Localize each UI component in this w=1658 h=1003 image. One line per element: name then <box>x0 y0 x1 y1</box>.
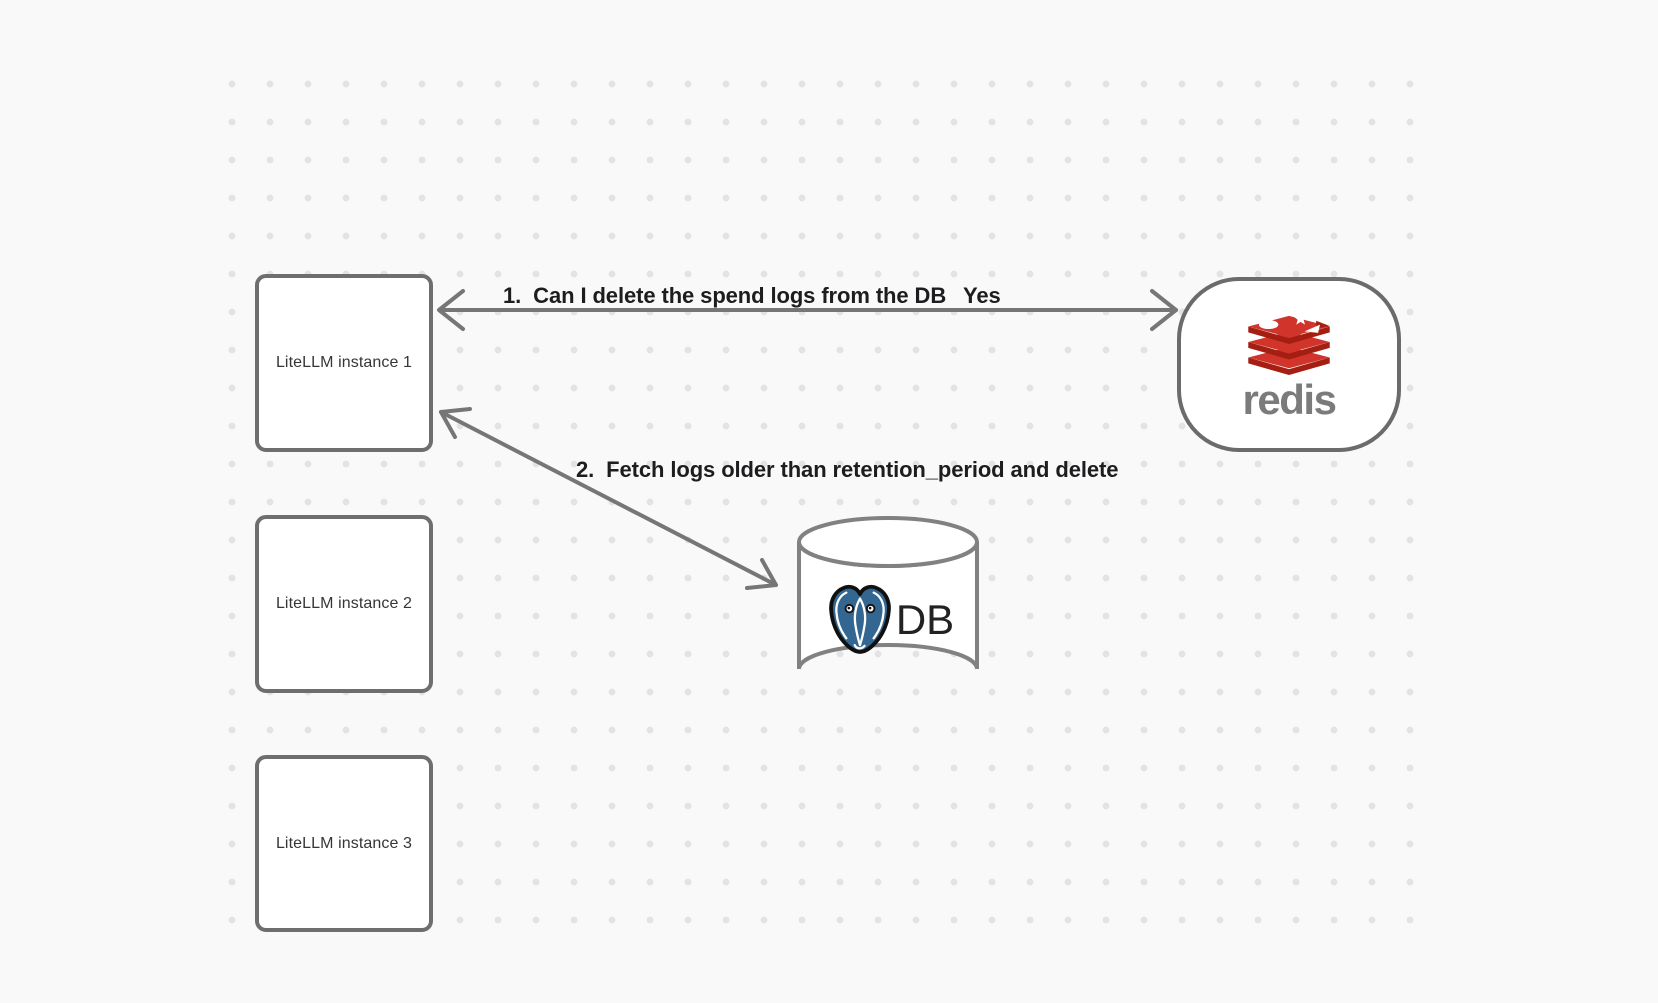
litellm-instance-3-label: LiteLLM instance 3 <box>275 834 413 852</box>
redis-triangle-shape <box>1304 324 1321 333</box>
arrowhead-downright-icon <box>745 558 778 590</box>
litellm-instance-1-label: LiteLLM instance 1 <box>275 354 413 371</box>
edge1-label: 1. Can I delete the spend logs from the … <box>503 283 947 308</box>
redis-stack-logo-icon <box>1248 311 1330 375</box>
edge1-response-label: Yes <box>963 283 1001 308</box>
node-redis: redis <box>1177 277 1401 452</box>
litellm-instance-2-label: LiteLLM instance 2 <box>275 595 413 612</box>
redis-ellipse-shape <box>1258 320 1279 330</box>
redis-wordmark-label: redis <box>1242 376 1337 423</box>
db-label: DB <box>895 596 955 643</box>
node-litellm-instance-2: LiteLLM instance 2 <box>255 515 433 693</box>
node-db: DB <box>793 512 983 700</box>
db-content: DB <box>799 560 977 680</box>
node-litellm-instance-3: LiteLLM instance 3 <box>255 755 433 932</box>
edge2-label: 2. Fetch logs older than retention_perio… <box>576 457 1119 482</box>
redis-star-shape <box>1293 311 1308 325</box>
edge2-arrow <box>439 407 778 590</box>
elephant-eyes <box>844 603 876 614</box>
node-litellm-instance-1: LiteLLM instance 1 <box>255 274 433 452</box>
arrowhead-upleft-icon <box>439 407 472 439</box>
arrowhead-left-icon <box>437 289 465 331</box>
postgresql-elephant-icon <box>829 584 891 654</box>
arrowhead-right-icon <box>1150 289 1178 331</box>
